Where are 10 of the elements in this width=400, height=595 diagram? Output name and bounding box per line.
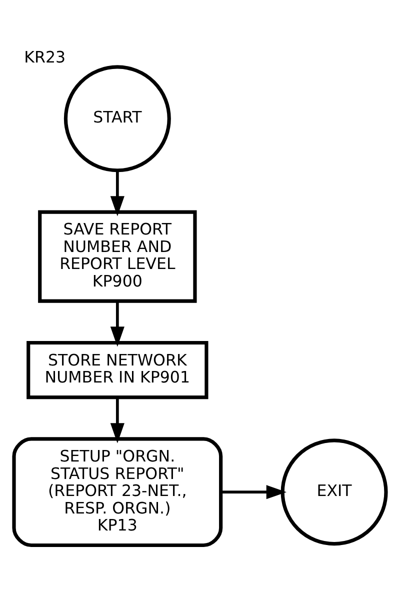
arrow	[221, 485, 286, 500]
node-box: SAVE REPORT NUMBER AND REPORT LEVEL KP900	[38, 210, 197, 303]
node-circle: EXIT	[280, 438, 388, 546]
arrow	[110, 397, 124, 444]
node-box: STORE NETWORK NUMBER IN KP901	[26, 340, 208, 400]
node-box: SETUP "ORGN. STATUS REPORT" (REPORT 23-NET., RESP. ORGN.) KP13	[12, 437, 223, 548]
node-label: KR23	[24, 47, 66, 66]
arrow	[110, 170, 124, 216]
arrow	[110, 302, 124, 347]
node-circle: START	[64, 65, 171, 172]
